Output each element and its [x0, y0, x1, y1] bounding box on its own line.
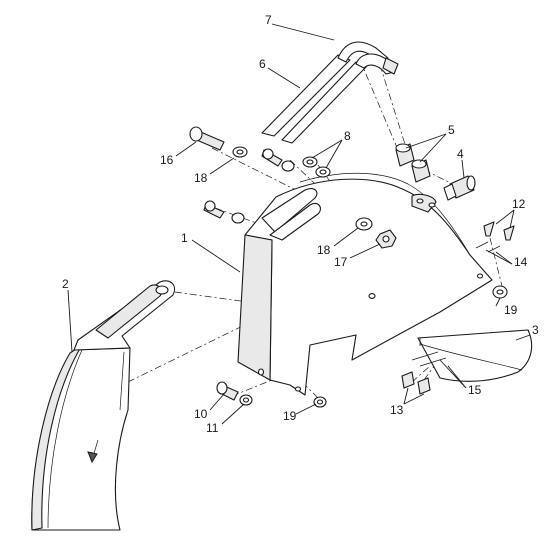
callout-16: 16 [160, 153, 174, 167]
callout-11: 11 [206, 421, 219, 435]
callout-18-upper: 18 [194, 171, 208, 185]
callout-5: 5 [448, 123, 455, 137]
callout-12: 12 [512, 197, 526, 211]
callout-13: 13 [390, 403, 404, 417]
callout-7: 7 [265, 13, 272, 27]
callout-15: 15 [468, 383, 482, 397]
blade-guard-cover [31, 280, 176, 531]
callout-14: 14 [514, 255, 528, 269]
callout-19-right: 19 [504, 303, 518, 317]
callout-labels: 1 2 3 4 5 6 7 8 10 11 12 13 14 15 16 17 … [62, 13, 539, 435]
hoses [261, 41, 399, 144]
callout-4: 4 [457, 147, 464, 161]
fasteners [189, 126, 515, 408]
callout-19-lower: 19 [283, 409, 297, 423]
callout-8: 8 [344, 129, 351, 143]
deflector-plate [417, 329, 533, 382]
callout-2: 2 [62, 277, 69, 291]
callout-17: 17 [334, 255, 348, 269]
callout-10: 10 [194, 407, 208, 421]
callout-3: 3 [532, 323, 539, 337]
callout-1: 1 [181, 231, 188, 245]
coupling [443, 175, 476, 201]
callout-6: 6 [259, 57, 266, 71]
leader-lines [67, 23, 531, 425]
main-blade-guard [237, 172, 493, 396]
hose-fittings [395, 143, 431, 183]
callout-18-lower: 18 [317, 243, 331, 257]
